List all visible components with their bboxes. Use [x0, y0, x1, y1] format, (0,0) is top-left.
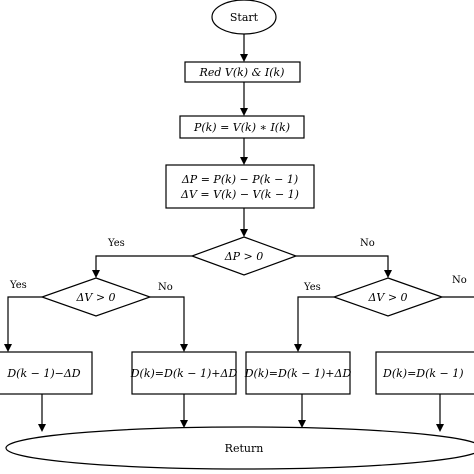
- arrowhead: [240, 229, 248, 237]
- action-box-1: [0, 351, 93, 395]
- delta-node: [165, 164, 315, 209]
- decision-delta-v-right-label: ΔV > 0: [367, 291, 407, 304]
- start-label: Start: [230, 11, 259, 24]
- decision-delta-v-left-label: ΔV > 0: [75, 291, 115, 304]
- read-node: [184, 61, 301, 83]
- arrowhead: [38, 424, 46, 432]
- return-node: [5, 426, 474, 470]
- label-no-vl: No: [158, 282, 173, 293]
- action-box-2-label: D(k)=D(k − 1)+ΔD: [130, 367, 238, 380]
- edge-vl-no: [150, 296, 185, 345]
- arrowhead: [298, 420, 306, 428]
- action-box-4-label: D(k)=D(k − 1): [382, 367, 464, 380]
- read-label: Red V(k) & I(k): [199, 66, 285, 79]
- delta-p-label: ΔP = P(k) − P(k − 1): [181, 173, 298, 186]
- arrowhead: [92, 270, 100, 278]
- label-yes-vr: Yes: [303, 282, 321, 293]
- label-yes-p: Yes: [107, 238, 125, 249]
- arrowhead: [240, 157, 248, 165]
- edge-p-no: [296, 255, 389, 271]
- power-label: P(k) = V(k) ∗ I(k): [193, 121, 290, 134]
- decision-delta-v-right: [332, 277, 444, 317]
- arrowhead: [294, 344, 302, 352]
- action-box-3: [245, 351, 351, 395]
- arrowhead: [384, 270, 392, 278]
- arrowhead: [240, 54, 248, 62]
- label-no-p: No: [360, 238, 375, 249]
- action-box-1-label: D(k − 1)−ΔD: [6, 367, 80, 380]
- label-yes-vl: Yes: [9, 280, 27, 291]
- decision-delta-p: [190, 236, 298, 276]
- arrowhead: [180, 344, 188, 352]
- delta-v-label: ΔV = V(k) − V(k − 1): [180, 188, 299, 201]
- label-no-vr: No: [452, 275, 467, 286]
- arrowhead: [436, 424, 444, 432]
- return-label: Return: [225, 442, 264, 455]
- edge-p-yes: [95, 255, 192, 271]
- arrowhead: [4, 344, 12, 352]
- action-box-4: [375, 351, 474, 395]
- decision-delta-p-label: ΔP > 0: [224, 250, 264, 263]
- edge-vr-yes: [297, 296, 334, 345]
- arrowhead: [180, 420, 188, 428]
- decision-delta-v-left: [40, 277, 152, 317]
- arrowhead: [240, 108, 248, 116]
- action-box-2: [131, 351, 237, 395]
- edge-vl-yes: [7, 296, 42, 345]
- action-box-3-label: D(k)=D(k − 1)+ΔD: [244, 367, 352, 380]
- power-node: [179, 115, 305, 139]
